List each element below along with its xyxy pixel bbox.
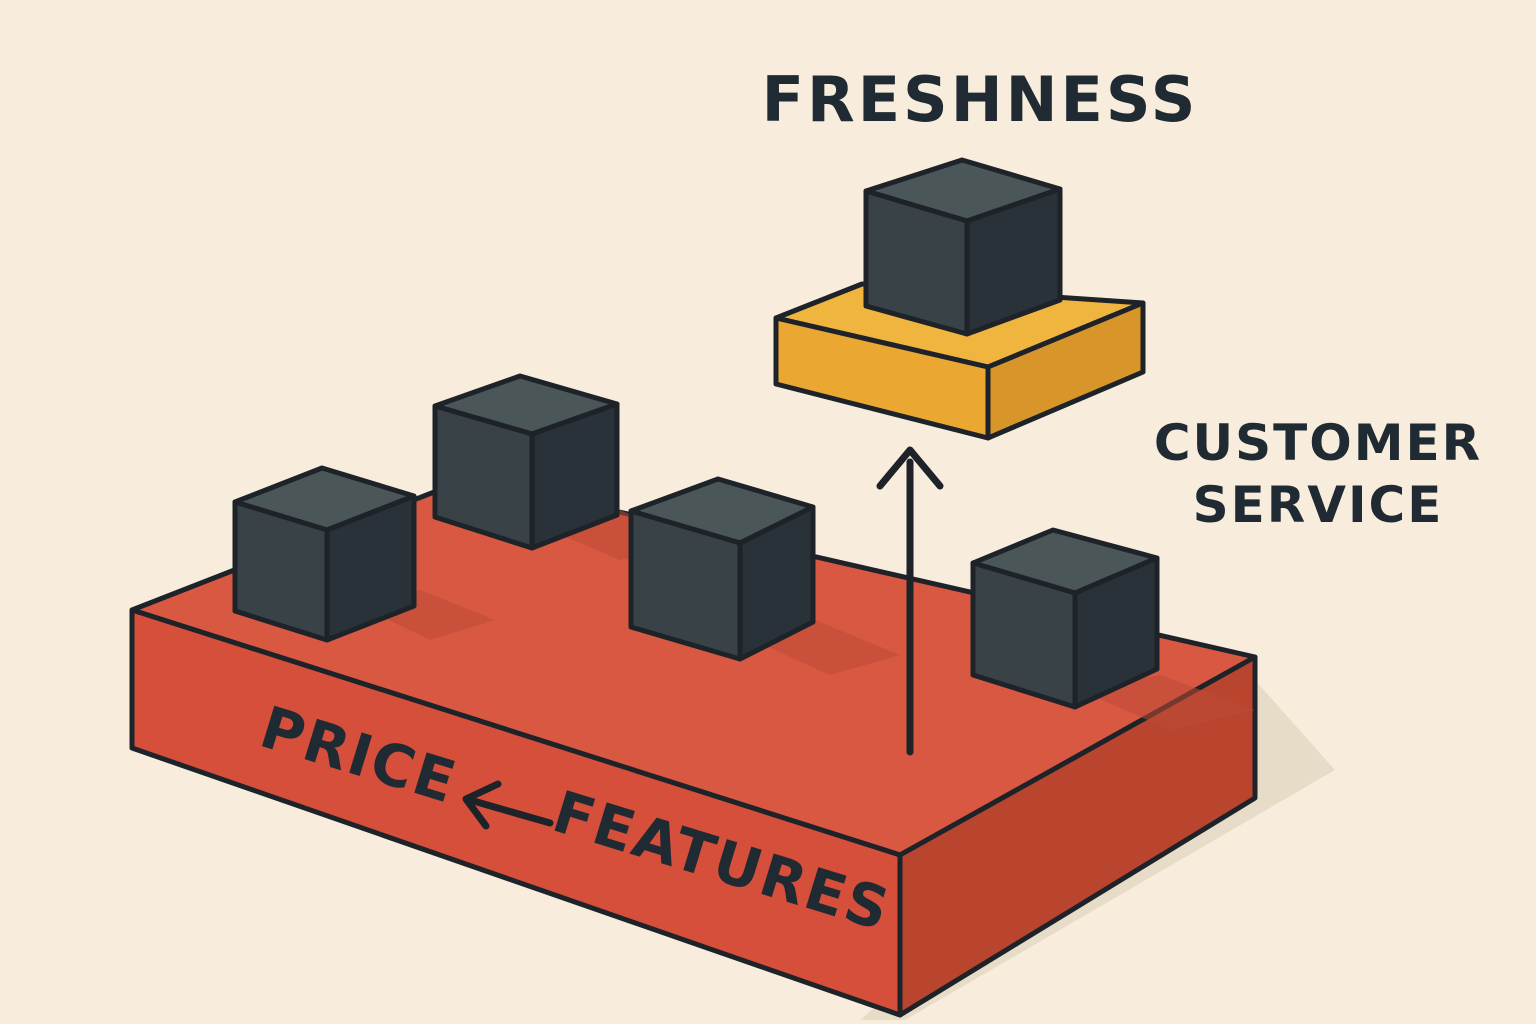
cube-back xyxy=(432,373,620,551)
left-arrow xyxy=(462,780,554,830)
cube-right-edge xyxy=(970,527,1160,710)
customer-service-label-line2: SERVICE xyxy=(1193,476,1444,534)
cube-front-left xyxy=(232,465,417,643)
cube-middle xyxy=(628,476,816,662)
red-platform-side xyxy=(897,654,1258,1018)
upward-arrow xyxy=(876,446,944,756)
freshness-label: FRESHNESS xyxy=(762,63,1199,136)
gold-platform-side xyxy=(985,300,1146,441)
cube-top-elevated xyxy=(863,157,1063,337)
customer-service-label-line1: CUSTOMER xyxy=(1154,414,1482,472)
